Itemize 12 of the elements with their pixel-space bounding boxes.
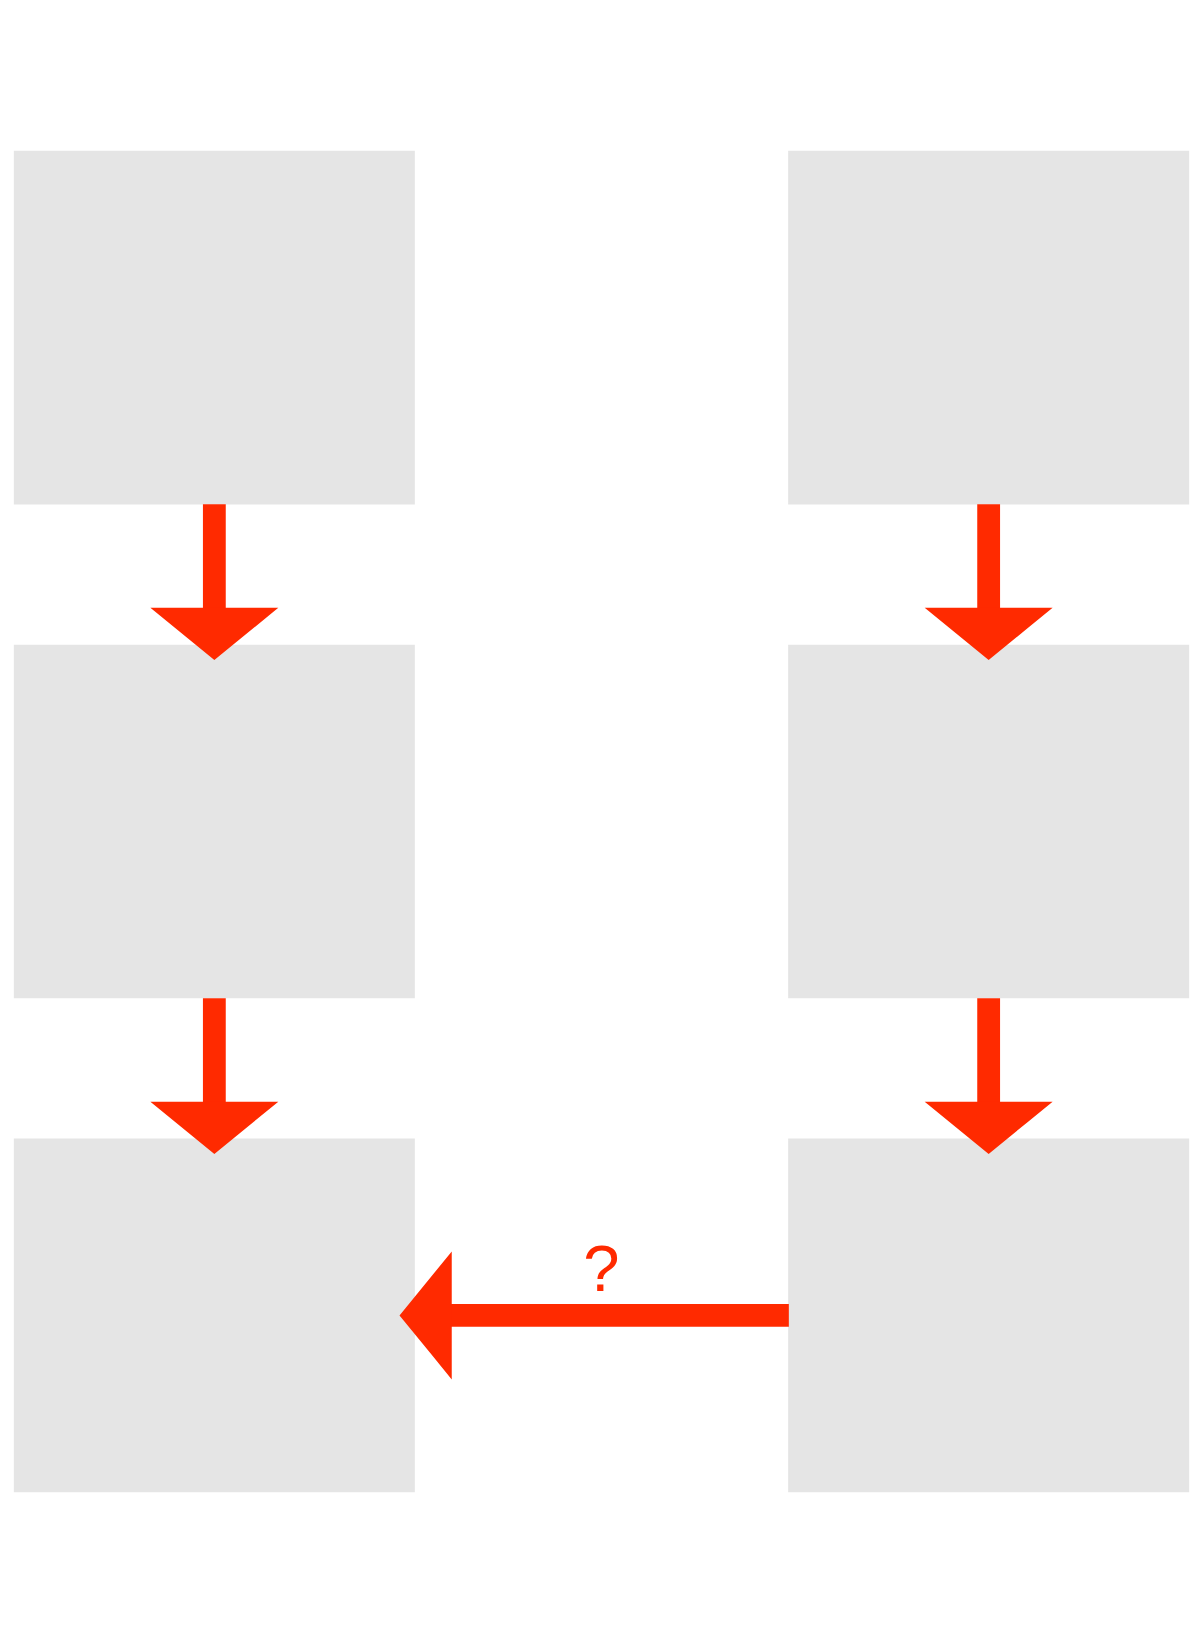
edge-label: ? [583,1231,620,1305]
arrow [399,1250,789,1379]
node-box [788,150,1190,504]
arrow [150,997,279,1154]
node-box [13,150,415,504]
node-box [788,1138,1190,1492]
arrow [924,503,1053,660]
arrow [924,997,1053,1154]
node-box [13,644,415,998]
node-box [13,1138,415,1492]
node-box [788,644,1190,998]
arrow [150,503,279,660]
